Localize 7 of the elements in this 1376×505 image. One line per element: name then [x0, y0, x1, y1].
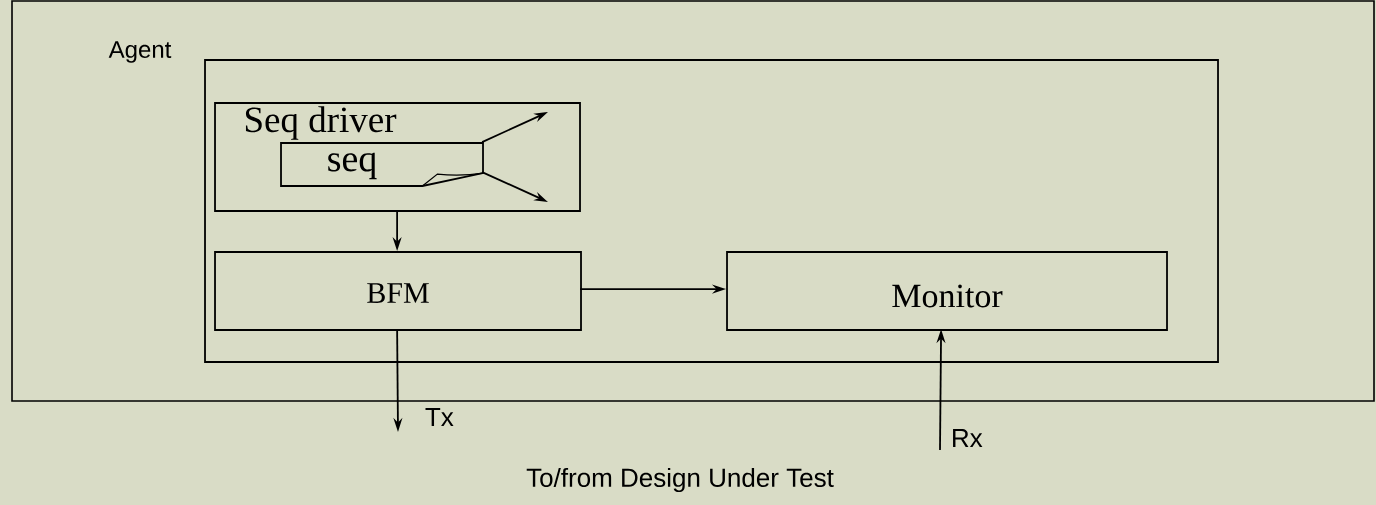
node-label: Agent — [108, 41, 172, 63]
edge-label: Tx — [425, 408, 454, 426]
bfm-box: BFM — [214, 251, 582, 331]
caption-text: To/from Design Under Test — [526, 467, 834, 493]
edge-label: Rx — [953, 429, 983, 447]
sequence-box: seq — [280, 142, 484, 187]
monitor-box: Monitor — [726, 251, 1168, 331]
